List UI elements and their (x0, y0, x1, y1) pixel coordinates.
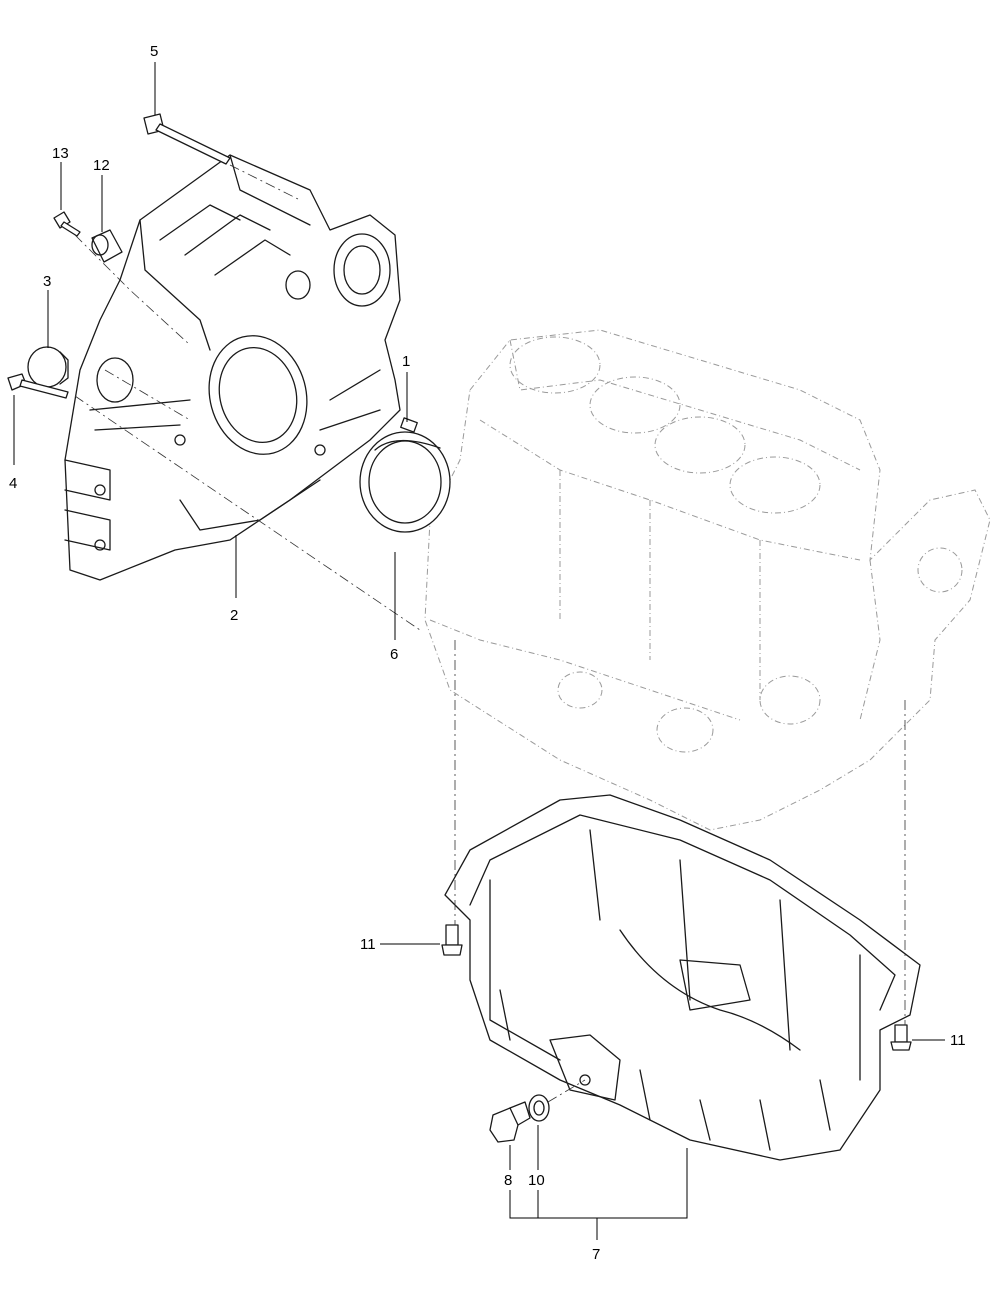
oil-pan-bolt-right (890, 1024, 912, 1051)
callout-11-right: 11 (950, 1032, 966, 1049)
callout-8: 8 (504, 1172, 512, 1189)
callout-7: 7 (592, 1246, 600, 1263)
rear-oil-seal (359, 431, 451, 533)
drain-plug (489, 1101, 531, 1143)
engine-block-phantom (424, 329, 991, 831)
plug (27, 346, 69, 388)
callout-10: 10 (528, 1172, 545, 1189)
callout-5: 5 (150, 43, 158, 60)
callout-13: 13 (52, 145, 69, 162)
dowel-pin (400, 417, 418, 433)
oil-pan-bolt-left (441, 924, 463, 956)
drain-washer (528, 1094, 550, 1122)
callout-1: 1 (402, 353, 410, 370)
flywheel-housing (64, 154, 401, 581)
leader-lines (13, 62, 945, 1240)
callout-12: 12 (93, 157, 110, 174)
callout-2: 2 (230, 607, 238, 624)
assembly-centerlines (74, 164, 906, 1103)
callout-11-left: 11 (360, 936, 376, 953)
oil-pan (444, 794, 921, 1161)
bolt-4 (7, 373, 69, 399)
callout-6: 6 (390, 646, 398, 663)
bolt-5 (143, 113, 231, 165)
speed-sensor (91, 229, 123, 263)
callout-4: 4 (9, 475, 17, 492)
callout-labels: 1 2 3 4 5 6 7 8 10 11 11 12 13 (9, 43, 966, 1263)
callout-3: 3 (43, 273, 51, 290)
screw-13 (53, 211, 81, 237)
